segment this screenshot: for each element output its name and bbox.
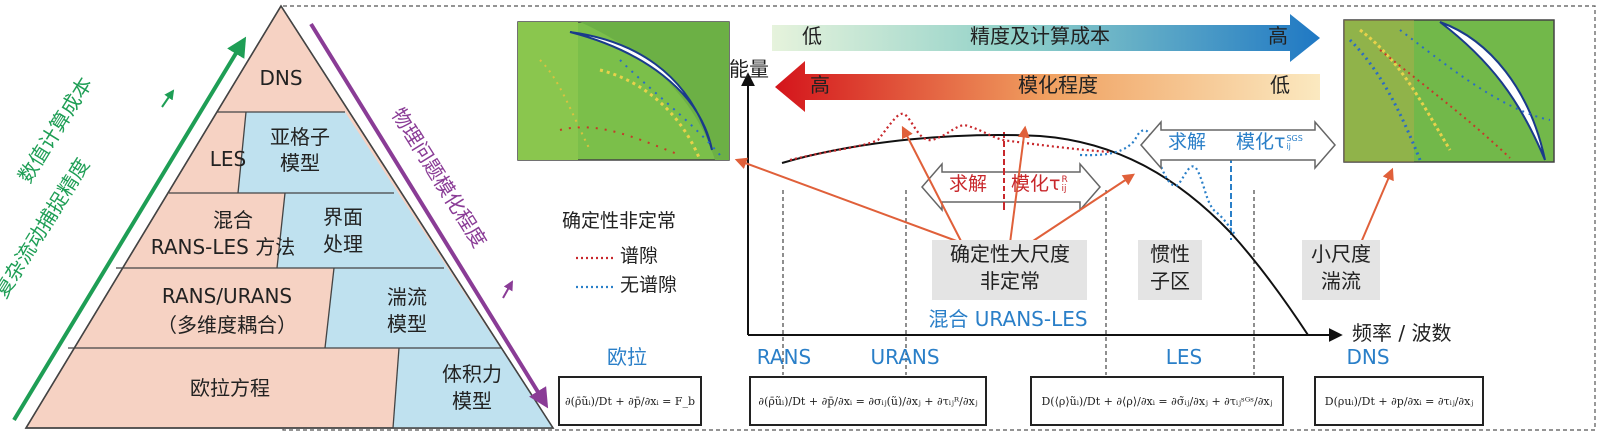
region-3-line-2: 湍流	[1321, 269, 1361, 293]
method-rans: RANS	[756, 345, 812, 369]
method-urans: URANS	[870, 345, 940, 369]
energy-spectrum	[781, 134, 1309, 336]
method-dns: DNS	[1346, 345, 1390, 369]
region-box-1	[932, 240, 1087, 300]
bottom-bar-low: 低	[1270, 73, 1290, 97]
model-interface-2: 处理	[323, 232, 363, 256]
region-1-line-2: 非定常	[980, 269, 1040, 293]
modeling-arrow	[309, 22, 549, 409]
bottom-bar-high: 高	[810, 73, 830, 97]
hybrid-label: 混合 URANS-LES	[928, 307, 1088, 331]
legend-red-label: 谱隙	[620, 245, 659, 267]
level-rans-1: RANS/URANS	[161, 284, 293, 308]
pyramid	[24, 4, 555, 429]
region-1-line-1: 确定性大尺度	[950, 242, 1070, 266]
model-turb-1: 湍流	[387, 285, 427, 309]
y-axis-label: 能量	[729, 57, 769, 81]
region-box-2	[1138, 240, 1202, 300]
small-purple-arrow	[502, 280, 513, 299]
level-les: LES	[209, 147, 247, 171]
no-gap-curve	[1079, 129, 1237, 237]
bottom-bar-title: 模化程度	[1018, 73, 1098, 97]
accuracy-arrow	[12, 36, 247, 422]
flow-image-left	[517, 21, 730, 161]
solve-model-arrow-2	[1140, 119, 1336, 171]
equation-dns: D(ρuᵢ)/Dt + ∂p/∂xᵢ = ∂τᵢⱼ/∂xⱼ	[1314, 376, 1484, 426]
model-interface-1: 界面	[323, 205, 363, 229]
method-les: LES	[1165, 345, 1203, 369]
model-sgs-1: 亚格子	[270, 125, 330, 149]
level-hybrid-1: 混合	[213, 208, 253, 232]
equation-rans: ∂(ρ̄ũᵢ)/Dt + ∂p̄/∂xᵢ = ∂σᵢⱼ(ũ)/∂xⱼ + ∂τᵢ…	[749, 376, 987, 426]
legend-blue-label: 无谱隙	[620, 274, 678, 296]
model-bodyforce-1: 体积力	[442, 362, 502, 386]
top-bar-title: 精度及计算成本	[970, 24, 1110, 48]
accuracy-cost-bar	[772, 14, 1320, 62]
model-sgs-2: 模型	[280, 151, 320, 175]
region-2-line-1: 惯性	[1150, 242, 1190, 266]
top-bar-high: 高	[1268, 24, 1288, 48]
level-euler: 欧拉方程	[190, 376, 270, 400]
small-green-arrow	[161, 89, 175, 108]
method-euler: 欧拉	[607, 345, 647, 369]
modeling-degree-bar	[775, 61, 1320, 112]
region-2-line-2: 子区	[1150, 269, 1190, 293]
region-3-line-1: 小尺度	[1311, 242, 1371, 266]
region-box-3	[1302, 240, 1380, 300]
x-axis-label: 频率 / 波数	[1352, 321, 1452, 345]
model-region	[238, 112, 553, 428]
solve-label-2: 求解	[1168, 131, 1207, 153]
model-turb-2: 模型	[387, 312, 427, 336]
level-dns: DNS	[259, 66, 303, 90]
level-rans-2: （多维度耦合）	[157, 313, 297, 337]
top-bar-low: 低	[802, 24, 822, 48]
level-hybrid-2: RANS-LES 方法	[150, 235, 296, 259]
equation-les: D(⟨ρ⟩ũᵢ)/Dt + ∂⟨ρ⟩/∂xᵢ = ∂σ̃ᵢⱼ/∂xⱼ + ∂τᵢ…	[1030, 376, 1284, 426]
solve-label-1: 求解	[949, 173, 988, 195]
region-separators	[782, 190, 1255, 375]
flow-image-right	[1343, 19, 1555, 163]
equation-euler: ∂(ρ̄ũᵢ)/Dt + ∂p̄/∂xᵢ = F_b	[558, 376, 702, 426]
legend-title: 确定性非定常	[562, 210, 677, 232]
model-bodyforce-2: 模型	[452, 389, 492, 413]
